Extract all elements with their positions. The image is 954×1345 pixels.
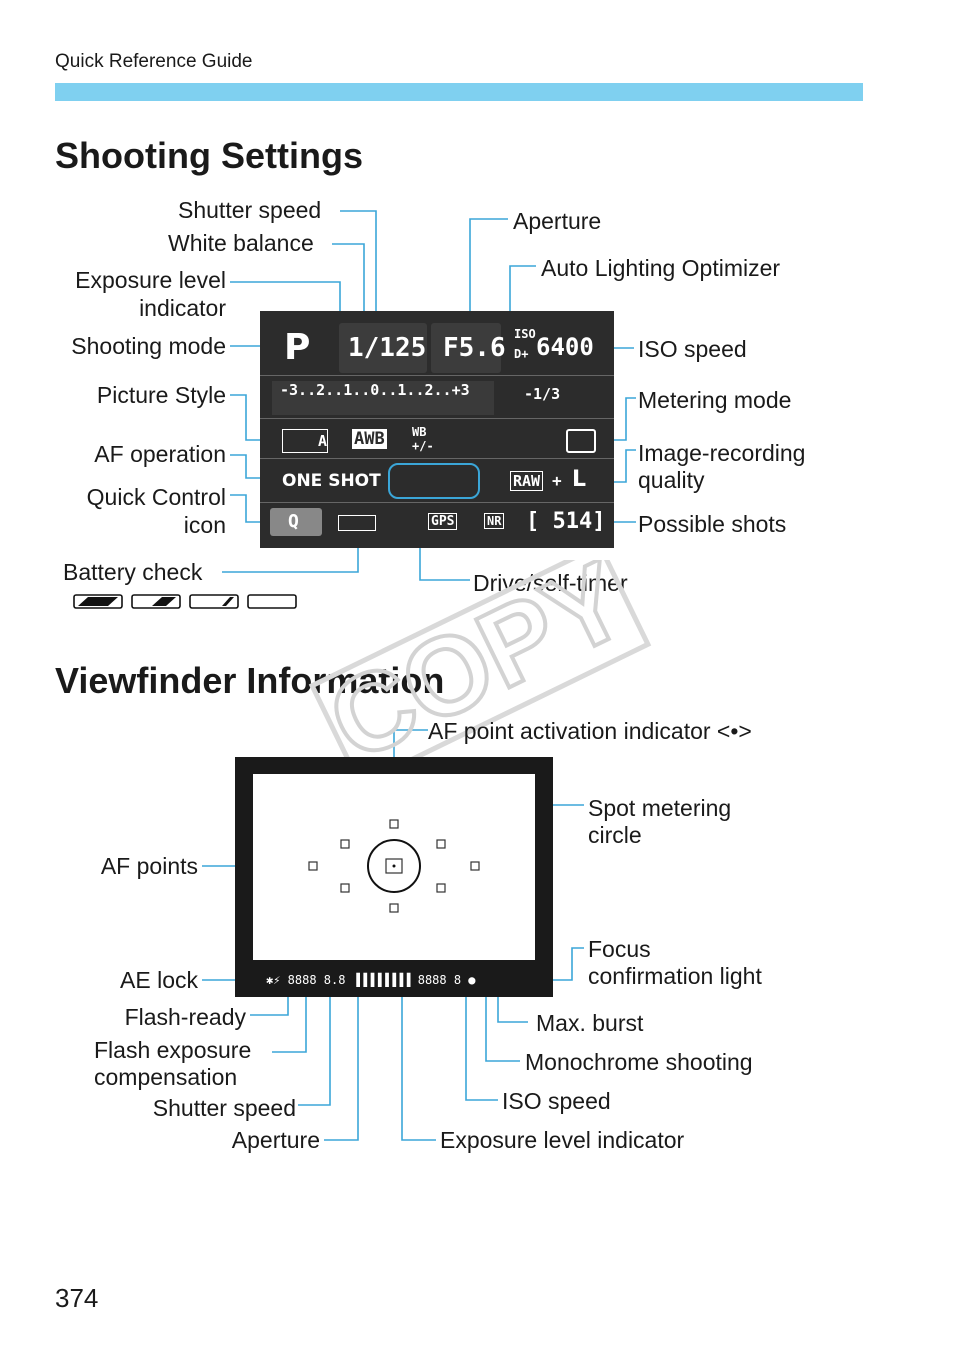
- lcd-shutter-box: [339, 323, 427, 373]
- lcd-divider: [260, 502, 614, 503]
- lcd-quality-raw: RAW: [510, 471, 544, 491]
- lcd-af-mode: ONE SHOT: [282, 471, 381, 491]
- label-image-quality-2: quality: [638, 467, 705, 493]
- lcd-wb-shift: WB: [412, 425, 427, 439]
- lcd-iso: 6400: [536, 333, 594, 361]
- label-auto-lighting-optimizer: Auto Lighting Optimizer: [541, 255, 781, 281]
- label-shutter-speed: Shutter speed: [178, 197, 322, 223]
- battery-level-icons: [73, 594, 297, 609]
- label-aperture: Aperture: [513, 208, 602, 234]
- label-max-burst: Max. burst: [536, 1010, 644, 1036]
- lcd-wb-shift-2: +/-: [412, 439, 434, 453]
- lcd-divider: [260, 375, 614, 376]
- page-number: 374: [55, 1283, 99, 1313]
- label-metering-mode: Metering mode: [638, 387, 792, 413]
- lcd-quality-plus: +: [552, 471, 562, 490]
- label-focus-2: confirmation light: [588, 963, 762, 989]
- label-flash-comp-1: Flash exposure: [94, 1037, 252, 1063]
- lcd-divider: [260, 458, 614, 459]
- lcd-exposure-box: [272, 381, 494, 415]
- lcd-quick-control-icon[interactable]: Q: [288, 511, 299, 532]
- copy-watermark: COPY: [308, 560, 652, 770]
- battery-icon: [338, 515, 376, 531]
- label-vf-iso-speed: ISO speed: [502, 1088, 611, 1114]
- viewfinder-title: Viewfinder Information: [55, 660, 445, 701]
- label-exposure-level-2: indicator: [139, 295, 226, 321]
- label-focus-1: Focus: [588, 936, 651, 962]
- shooting-settings-title: Shooting Settings: [55, 135, 363, 176]
- lcd-shots: [ 514]: [526, 509, 606, 534]
- af-points: [308, 819, 480, 913]
- label-possible-shots: Possible shots: [638, 511, 787, 537]
- label-spot-metering-2: circle: [588, 822, 642, 848]
- viewfinder-info-strip: ✱⚡ 8888 8.8 ▐▐▐▐▐▐▐▐ 8888 8 ●: [266, 973, 476, 987]
- label-exposure-level-1: Exposure level: [75, 267, 226, 293]
- label-af-points: AF points: [100, 853, 198, 879]
- label-af-point-activation: AF point activation indicator <•>: [428, 718, 752, 744]
- label-drive-self-timer: Drive/self-timer: [473, 570, 628, 596]
- label-quick-control-2: icon: [183, 512, 226, 538]
- label-white-balance: White balance: [168, 230, 314, 256]
- lcd-aperture-box: [431, 323, 501, 373]
- lcd-quick-control-box[interactable]: [270, 508, 322, 536]
- lcd-iso-sub: D+: [514, 347, 529, 361]
- guide-title: Quick Reference Guide: [55, 51, 253, 72]
- label-af-operation: AF operation: [94, 441, 226, 467]
- lcd-exposure-scale: -3..2..1..0..1..2..+3: [280, 381, 470, 399]
- label-quick-control-1: Quick Control: [86, 484, 226, 510]
- drive-self-timer-icon: [388, 463, 480, 499]
- label-iso-speed: ISO speed: [638, 336, 747, 362]
- lcd-iso-prefix: ISO: [514, 327, 536, 341]
- label-ae-lock: AE lock: [120, 967, 198, 993]
- lcd-gps: GPS: [428, 513, 458, 530]
- lcd-nr: NR: [484, 513, 505, 529]
- label-monochrome: Monochrome shooting: [525, 1049, 753, 1075]
- label-flash-comp-2: compensation: [94, 1064, 238, 1090]
- label-battery-check: Battery check: [63, 559, 203, 585]
- lcd-flash-comp: -1/3: [524, 385, 561, 403]
- label-spot-metering-1: Spot metering: [588, 795, 732, 821]
- label-vf-exposure-level: Exposure level indicator: [440, 1127, 685, 1153]
- lcd-mode: P: [284, 327, 311, 368]
- lcd-shutter: 1/125: [348, 333, 427, 363]
- label-picture-style: Picture Style: [96, 382, 226, 408]
- header-accent-bar: [55, 83, 863, 101]
- lcd-quality-l: L: [572, 467, 587, 492]
- label-vf-shutter-speed: Shutter speed: [152, 1095, 296, 1121]
- lcd-picture-style: A: [282, 429, 328, 453]
- lcd-aperture: F5.6: [443, 333, 506, 363]
- lcd-panel: P 1/125 F5.6 ISO D+ 6400 -3..2..1..0..1.…: [260, 311, 614, 548]
- label-image-quality-1: Image-recording: [638, 440, 806, 466]
- label-vf-aperture: Aperture: [231, 1127, 320, 1153]
- metering-mode-icon: [566, 429, 596, 453]
- lcd-divider: [260, 418, 614, 419]
- lcd-wb: AWB: [352, 429, 387, 449]
- label-shooting-mode: Shooting mode: [71, 333, 226, 359]
- label-flash-ready: Flash-ready: [124, 1004, 246, 1030]
